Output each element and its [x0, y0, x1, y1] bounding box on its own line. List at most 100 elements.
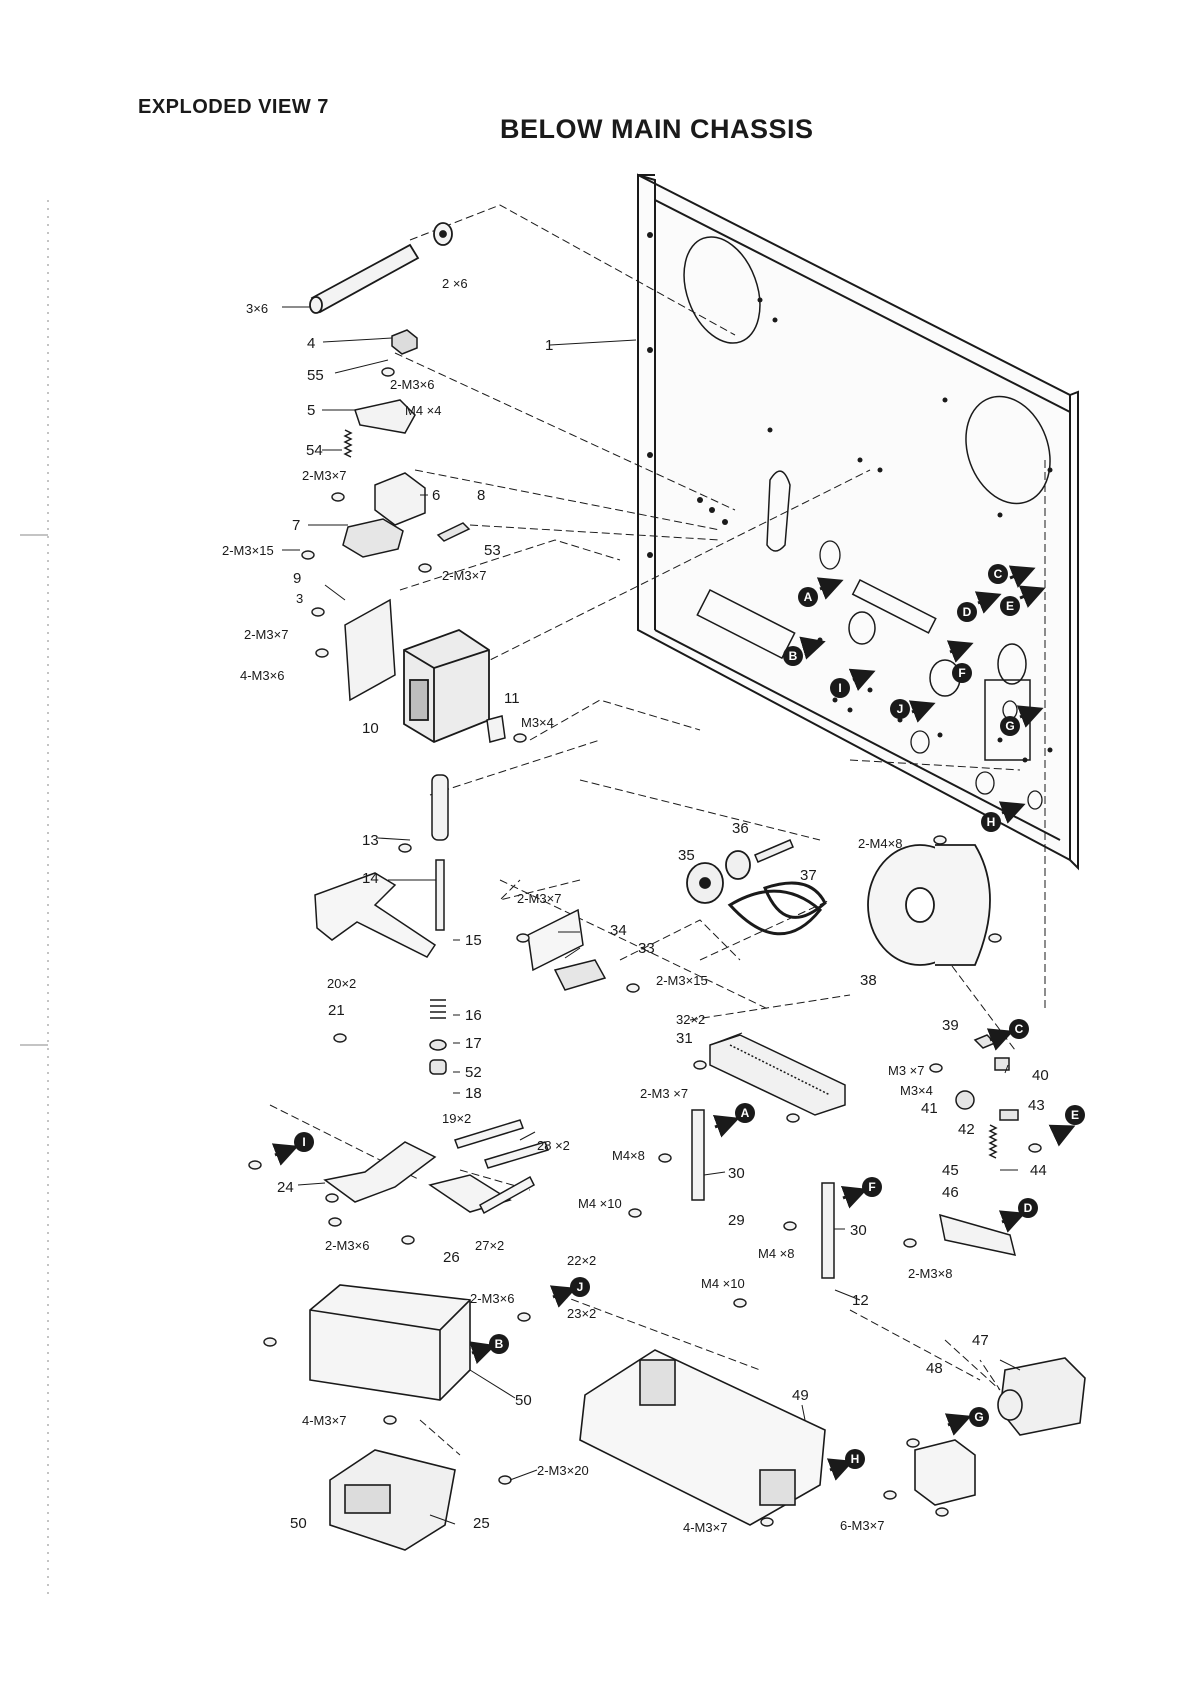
callout-leader-lines	[282, 306, 1021, 1525]
part-31-connector-strip	[709, 1034, 846, 1116]
svg-text:F: F	[958, 666, 965, 680]
svg-text:E: E	[1071, 1108, 1079, 1122]
reference-marker-h-upper: H	[981, 801, 1026, 832]
callout-27x2: 27×2	[475, 1238, 504, 1253]
callout-49: 49	[792, 1387, 809, 1404]
reference-marker-a-lower: A	[712, 1103, 755, 1138]
screw-icons	[248, 367, 1042, 1527]
diagram-title: BELOW MAIN CHASSIS	[500, 114, 814, 144]
callout-20x2: 20×2	[327, 976, 356, 991]
part-14-rod	[435, 859, 445, 931]
svg-text:G: G	[1005, 719, 1014, 733]
part-callout-labels: 1 2 ×6 3×6 4 55 2-M3×6 5 M4 ×4 54 2-M3×7…	[222, 276, 1049, 1535]
callout-52: 52	[465, 1064, 482, 1081]
svg-text:G: G	[974, 1410, 983, 1424]
reference-marker-c-lower: C	[986, 1019, 1029, 1051]
reference-marker-g-lower: G	[944, 1407, 989, 1436]
callout-35: 35	[678, 847, 695, 864]
callout-40: 40	[1032, 1067, 1049, 1084]
callout-6-m3x7: 6-M3×7	[840, 1518, 884, 1533]
part-3-shaft	[309, 243, 420, 314]
callout-36: 36	[732, 820, 749, 837]
part-45-spring	[988, 1124, 998, 1159]
callout-m4x8-b: M4 ×8	[758, 1246, 795, 1261]
callout-3-b: 3	[296, 591, 303, 606]
reference-marker-e-upper: E	[1000, 585, 1046, 616]
callout-16: 16	[465, 1007, 482, 1024]
part-47-motor	[997, 1357, 1086, 1436]
callout-3: 3×6	[246, 301, 268, 316]
part-9-mounting-plate	[344, 598, 396, 702]
part-17-18-bushings	[429, 1039, 447, 1075]
svg-text:H: H	[851, 1452, 860, 1466]
main-chassis-plate	[637, 173, 1079, 871]
svg-text:H: H	[987, 815, 996, 829]
part-33-34-microswitch	[527, 908, 607, 991]
part-14-link-arm	[314, 872, 437, 958]
reference-marker-j-lower: J	[549, 1277, 590, 1308]
callout-1: 1	[545, 337, 553, 354]
callout-2-m3x20: 2-M3×20	[537, 1463, 589, 1478]
callout-17: 17	[465, 1035, 482, 1052]
reference-marker-d-lower: D	[998, 1198, 1038, 1233]
svg-text:C: C	[1015, 1022, 1024, 1036]
callout-m4x4: M4 ×4	[405, 403, 442, 418]
callout-2-m3x6-c: 2-M3×6	[470, 1291, 514, 1306]
callout-30-b: 30	[850, 1222, 867, 1239]
part-49-circuit-board	[579, 1349, 826, 1526]
callout-2-m3x7-b: 2-M3×7	[442, 568, 486, 583]
callout-50-b: 50	[290, 1515, 307, 1532]
part-2-washer	[433, 222, 453, 246]
svg-text:B: B	[495, 1337, 504, 1351]
part-24-frame	[323, 1141, 512, 1213]
callout-31: 31	[676, 1030, 693, 1047]
callout-2: 2 ×6	[442, 276, 468, 291]
part-50-selector-switch	[309, 1284, 471, 1401]
callout-m4x10-a: M4 ×10	[578, 1196, 622, 1211]
callout-44: 44	[1030, 1162, 1047, 1179]
reference-marker-h-lower: H	[826, 1449, 865, 1481]
callout-53: 53	[484, 542, 501, 559]
callout-m4x10-b: M4 ×10	[701, 1276, 745, 1291]
callout-12: 12	[852, 1292, 869, 1309]
callout-m3x4-b: M3×4	[900, 1083, 933, 1098]
callout-2-m4x8: 2-M4×8	[858, 836, 902, 851]
callout-2-m3x7-e: 2-M3 ×7	[640, 1086, 688, 1101]
callout-42: 42	[958, 1121, 975, 1138]
callout-2-m3x15-b: 2-M3×15	[656, 973, 708, 988]
part-28-pins	[454, 1119, 549, 1215]
callout-26: 26	[443, 1249, 460, 1266]
svg-text:I: I	[302, 1135, 305, 1149]
callout-47: 47	[972, 1332, 989, 1349]
callout-24: 24	[277, 1179, 294, 1196]
svg-text:J: J	[897, 702, 904, 716]
callout-4-m3x7-a: 4-M3×7	[302, 1413, 346, 1428]
callout-8: 8	[477, 487, 485, 504]
part-10-solenoid	[403, 628, 490, 744]
callout-22x2: 22×2	[567, 1253, 596, 1268]
svg-text:F: F	[868, 1180, 875, 1194]
svg-text:D: D	[963, 605, 972, 619]
svg-text:D: D	[1024, 1201, 1033, 1215]
reference-marker-e-lower: E	[1048, 1105, 1085, 1147]
callout-39: 39	[942, 1017, 959, 1034]
reference-marker-g-upper: G	[1000, 705, 1044, 736]
svg-text:A: A	[804, 590, 813, 604]
callout-2-m3x15-a: 2-M3×15	[222, 543, 274, 558]
callout-29: 29	[728, 1212, 745, 1229]
callout-46: 46	[942, 1184, 959, 1201]
svg-text:E: E	[1006, 599, 1014, 613]
callout-2-m3x7-a: 2-M3×7	[302, 468, 346, 483]
callout-33: 33	[638, 940, 655, 957]
callout-10: 10	[362, 720, 379, 737]
callout-32x2: 32×2	[676, 1012, 705, 1027]
callout-50-a: 50	[515, 1392, 532, 1409]
assembly-leader-lines	[269, 204, 1046, 1456]
part-4-bracket	[391, 329, 418, 355]
callout-2-m3x6-b: 2-M3×6	[325, 1238, 369, 1253]
callout-55: 55	[307, 367, 324, 384]
callout-18: 18	[465, 1085, 482, 1102]
callout-15: 15	[465, 932, 482, 949]
